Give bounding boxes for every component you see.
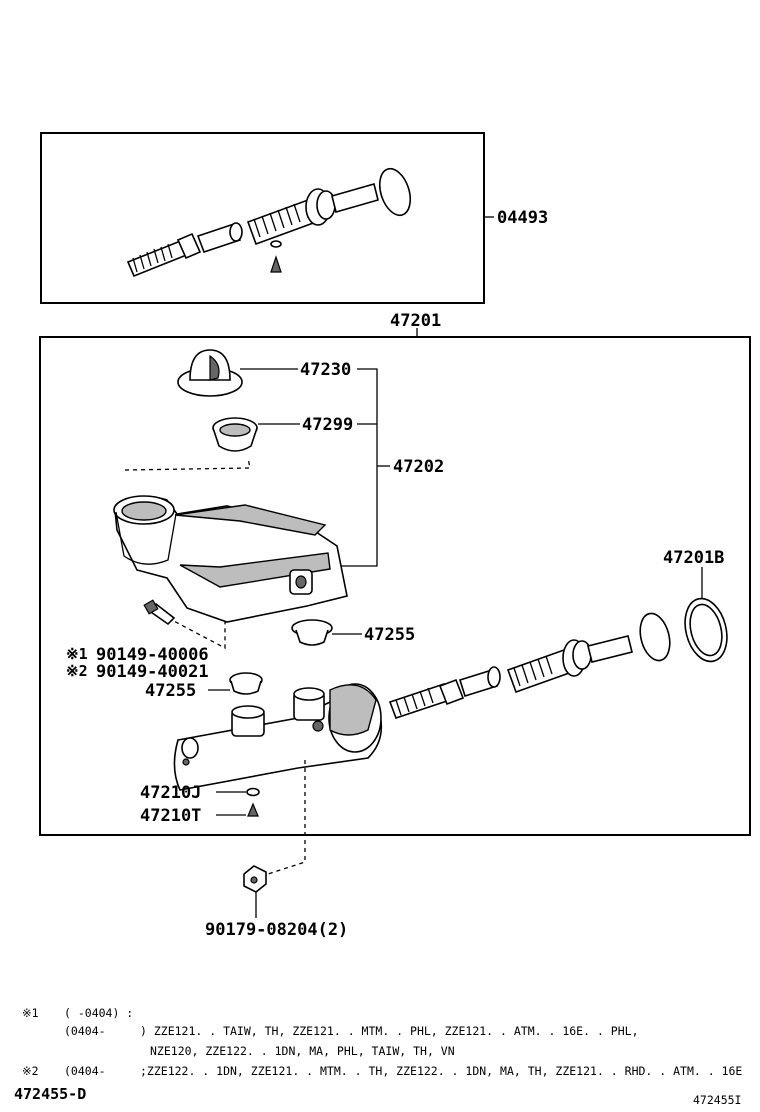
master-cylinder-frame <box>39 336 751 836</box>
diagram-code: 472455-D <box>14 1085 86 1103</box>
reservoir-cap[interactable] <box>177 349 243 397</box>
ref-marker-2: ※2 <box>66 662 88 680</box>
note-2-marker: ※2 <box>22 1064 39 1078</box>
repair-kit-frame <box>40 132 485 304</box>
applicability-notes: ※1 ( -0404) : (0404- ) ZZE121. . TAIW, T… <box>22 1006 742 1078</box>
secondary-piston[interactable] <box>388 666 501 720</box>
primary-piston[interactable] <box>506 635 633 694</box>
note-1-line2-range: (0404- <box>64 1024 106 1038</box>
image-code: 472455I <box>693 1093 741 1107</box>
kit-piston-large[interactable] <box>246 183 379 246</box>
plug[interactable] <box>247 802 259 817</box>
screw[interactable] <box>143 599 176 626</box>
reservoir-body[interactable] <box>113 495 348 623</box>
grommet-lower[interactable] <box>229 672 263 695</box>
label-reservoir-cap: 47230 <box>300 360 351 380</box>
kit-small-washer[interactable] <box>270 240 282 248</box>
note-1-line3: NZE120, ZZE122. . 1DN, MA, PHL, TAIW, TH… <box>150 1044 455 1058</box>
note-1-range: ( -0404) : <box>64 1006 133 1020</box>
label-plug: 47210T <box>140 806 201 826</box>
nut[interactable] <box>243 865 267 893</box>
label-grommet-upper: 47255 <box>364 625 415 645</box>
kit-piston-small[interactable] <box>126 222 243 278</box>
label-strainer: 47299 <box>302 415 353 435</box>
label-screw-2: 90149-40021 <box>96 662 209 682</box>
note-2-line: ;ZZE122. . 1DN, ZZE121. . MTM. . TH, ZZE… <box>140 1064 742 1078</box>
label-kit: 04493 <box>497 208 548 228</box>
label-master-cylinder-assy: 47201 <box>390 311 441 331</box>
label-grommet-lower: 47255 <box>145 681 196 701</box>
note-2-range: (0404- <box>64 1064 106 1078</box>
label-screw-1: 90149-40006 <box>96 645 209 665</box>
kit-seal-ring[interactable] <box>374 165 415 219</box>
label-reservoir-sub-assy: 47202 <box>393 457 444 477</box>
gasket[interactable] <box>246 787 260 797</box>
note-1-line2: ) ZZE121. . TAIW, TH, ZZE121. . MTM. . P… <box>140 1024 639 1038</box>
strainer[interactable] <box>212 417 258 452</box>
kit-small-screw[interactable] <box>270 255 282 273</box>
ref-marker-1: ※1 <box>66 645 88 663</box>
ring-small[interactable] <box>636 610 675 663</box>
label-gasket: 47210J <box>140 783 201 803</box>
master-cylinder-body[interactable] <box>173 683 383 791</box>
label-nut: 90179-08204(2) <box>205 920 348 940</box>
note-1-marker: ※1 <box>22 1006 39 1020</box>
label-ring: 47201B <box>663 548 724 568</box>
grommet-upper[interactable] <box>291 619 333 646</box>
repair-kit-group: 04493 <box>40 132 548 304</box>
